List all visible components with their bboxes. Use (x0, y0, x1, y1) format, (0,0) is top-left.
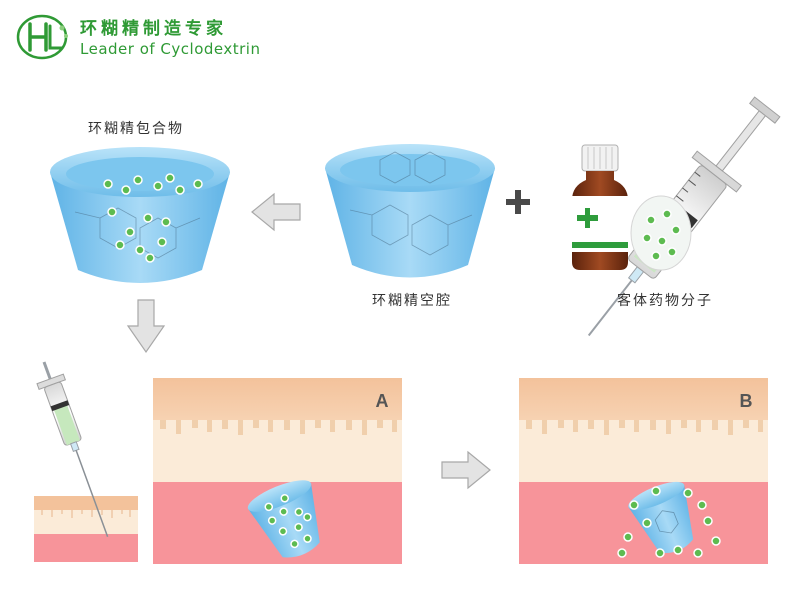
panel-a-label: A (376, 391, 389, 411)
brand-name-cn: 环糊精制造专家 (80, 19, 227, 39)
down-arrow-icon (126, 299, 166, 354)
empty-cyclodextrin-in-tissue (628, 481, 694, 554)
inclusion-complex-bowl (50, 147, 230, 283)
brand-tagline-en: Leader of Cyclodextrin (80, 40, 261, 58)
cyclodextrin-cavity-bowl (325, 144, 495, 278)
panel-b (519, 378, 768, 564)
guest-molecule-oval (630, 195, 692, 271)
cyclodextrin-cavity-label: 环糊精空腔 (372, 293, 452, 309)
plus-icon (506, 190, 530, 214)
panel-b-label: B (740, 391, 753, 411)
inclusion-complex-label: 环糊精包合物 (88, 121, 184, 137)
released-drug-molecules (617, 486, 721, 558)
guest-drug-molecule-label: 客体药物分子 (617, 293, 713, 309)
panel-a (153, 378, 402, 564)
right-arrow-icon (441, 450, 491, 490)
drug-molecules-in-complex (103, 173, 203, 263)
small-syringe-icon (36, 361, 109, 538)
complex-in-tissue (247, 480, 320, 558)
medicine-bottle-icon (572, 144, 628, 270)
left-arrow-icon (251, 192, 301, 232)
hl-logo-icon (16, 14, 68, 60)
injection-skin-sample (34, 496, 138, 562)
